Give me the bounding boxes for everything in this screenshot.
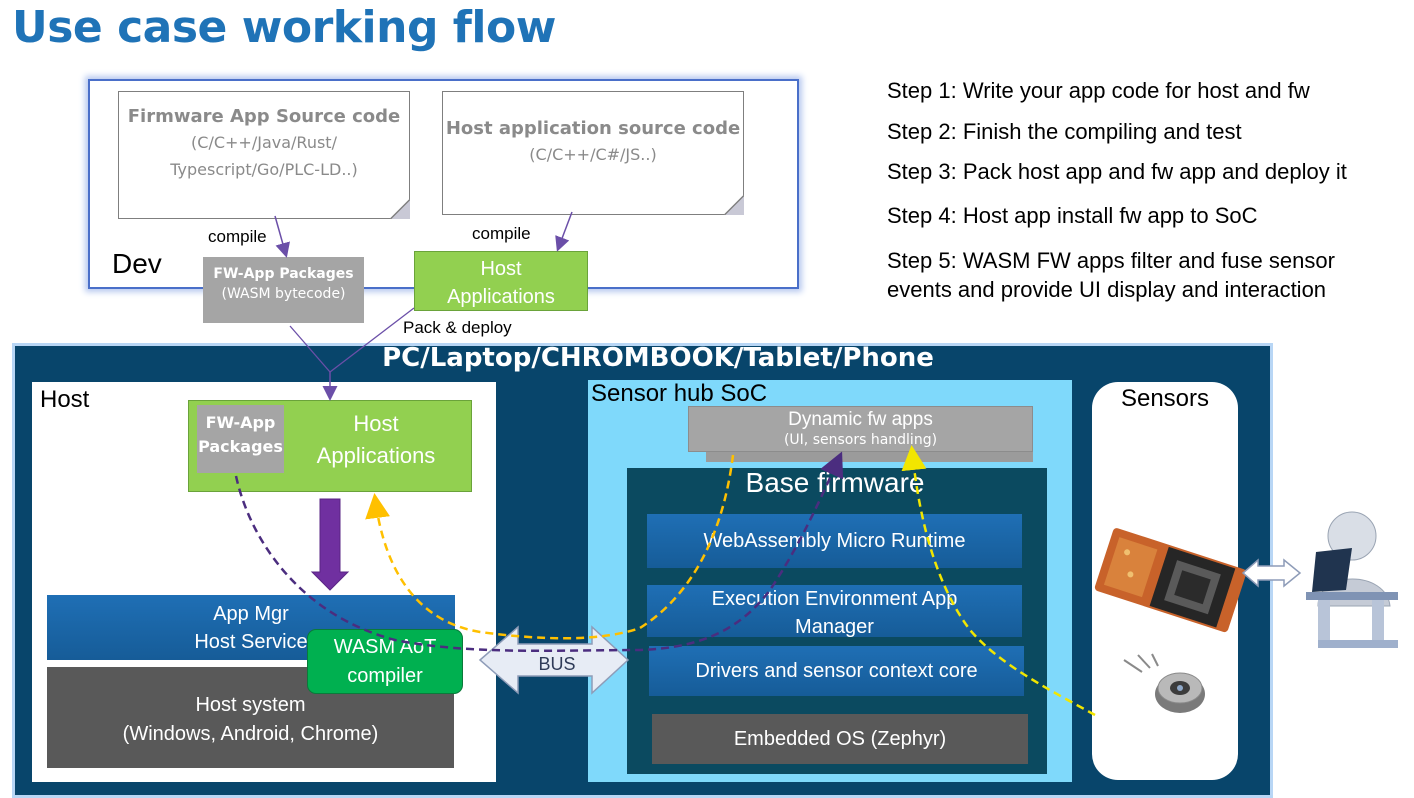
step-5-line1: Step 5: WASM FW apps filter and fuse sen…	[887, 248, 1335, 273]
step-4: Step 4: Host app install fw app to SoC	[887, 203, 1258, 228]
wasm-micro-runtime: WebAssembly Micro Runtime	[647, 514, 1022, 568]
firmware-source-doc: Firmware App Source code (C/C++/Java/Rus…	[118, 91, 410, 219]
step-2: Step 2: Finish the compiling and test	[887, 119, 1242, 144]
firmware-source-langs-1: (C/C++/Java/Rust/	[191, 133, 337, 152]
bus-double-arrow	[478, 625, 630, 695]
host-applications-dev: Host Applications	[414, 251, 588, 311]
compile-label-left: compile	[208, 227, 267, 246]
wasm-aot-compiler: WASM AoT compiler	[307, 629, 463, 694]
compile-arrow-left	[274, 215, 290, 258]
page-fold-icon	[390, 199, 410, 219]
host-source-langs: (C/C++/C#/JS..)	[529, 145, 657, 164]
app-mgr-line1: App Mgr	[213, 603, 289, 625]
exec-env-line2: Manager	[795, 616, 874, 638]
install-down-arrow	[310, 498, 350, 591]
fw-install-flow-path	[234, 451, 844, 653]
exec-env-line1: Execution Environment App	[711, 588, 958, 610]
host-applications-line1: Host	[353, 411, 399, 436]
dynamic-fw-title: Dynamic fw apps	[788, 409, 933, 430]
user-at-computer-icon	[1306, 511, 1398, 648]
host-applications-line2: Applications	[316, 443, 436, 468]
sensor-events-flow-path	[901, 445, 1096, 717]
dynamic-fw-apps: Dynamic fw apps (UI, sensors handling)	[688, 406, 1033, 452]
interaction-double-arrow	[1241, 558, 1302, 588]
fw-packages-sub: (WASM bytecode)	[221, 286, 346, 302]
compile-label-right: compile	[472, 224, 531, 243]
host-system-line1: Host system	[195, 694, 306, 716]
step-3: Step 3: Pack host app and fw app and dep…	[887, 159, 1347, 184]
pack-deploy-label: Pack & deploy	[403, 318, 512, 337]
fw-packages-title: FW-App Packages	[213, 266, 354, 282]
firmware-source-langs-2: Typescript/Go/PLC-LD..)	[170, 160, 358, 179]
host-label: Host	[40, 386, 90, 413]
firmware-source-title: Firmware App Source code	[127, 106, 401, 127]
drivers-sensor-core: Drivers and sensor context core	[649, 646, 1024, 696]
ui-display-flow-path	[365, 454, 735, 640]
thermal-sensor-icon	[1123, 653, 1205, 713]
app-mgr-line2: Host Service	[194, 631, 308, 653]
dev-label: Dev	[112, 248, 162, 279]
host-apps-line2: Applications	[447, 286, 555, 308]
bus-label: BUS	[538, 654, 575, 674]
pack-line-host	[329, 307, 415, 373]
aot-line2: compiler	[347, 665, 423, 687]
step-5-line2: events and provide UI display and intera…	[887, 277, 1327, 302]
pack-line-fw	[289, 325, 331, 373]
dynamic-fw-sub: (UI, sensors handling)	[783, 432, 938, 448]
fw-app-packages-dev: FW-App Packages (WASM bytecode)	[203, 257, 364, 323]
fw-app-packages-line1: FW-App	[205, 413, 276, 432]
soc-label: Sensor hub SoC	[591, 380, 768, 407]
platform-title: PC/Laptop/CHROMBOOK/Tablet/Phone	[382, 343, 934, 373]
embedded-os: Embedded OS (Zephyr)	[652, 714, 1028, 764]
page-title: Use case working flow	[12, 2, 556, 53]
compile-arrow-right	[555, 211, 573, 252]
camera-sensor-icon	[1094, 528, 1247, 633]
aot-line1: WASM AoT	[333, 636, 437, 658]
host-source-title: Host application source code	[445, 118, 741, 139]
fw-app-packages-host: FW-App Packages	[197, 405, 284, 473]
step-1: Step 1: Write your app code for host and…	[887, 78, 1310, 103]
host-apps-line1: Host	[480, 258, 522, 280]
fw-app-packages-line2: Packages	[198, 437, 283, 456]
page-fold-icon	[724, 195, 744, 215]
host-system-line2: (Windows, Android, Chrome)	[122, 723, 379, 745]
host-source-doc: Host application source code (C/C++/C#/J…	[442, 91, 744, 215]
sensors-label: Sensors	[1120, 385, 1210, 412]
exec-env-app-manager: Execution Environment App Manager	[647, 585, 1022, 638]
